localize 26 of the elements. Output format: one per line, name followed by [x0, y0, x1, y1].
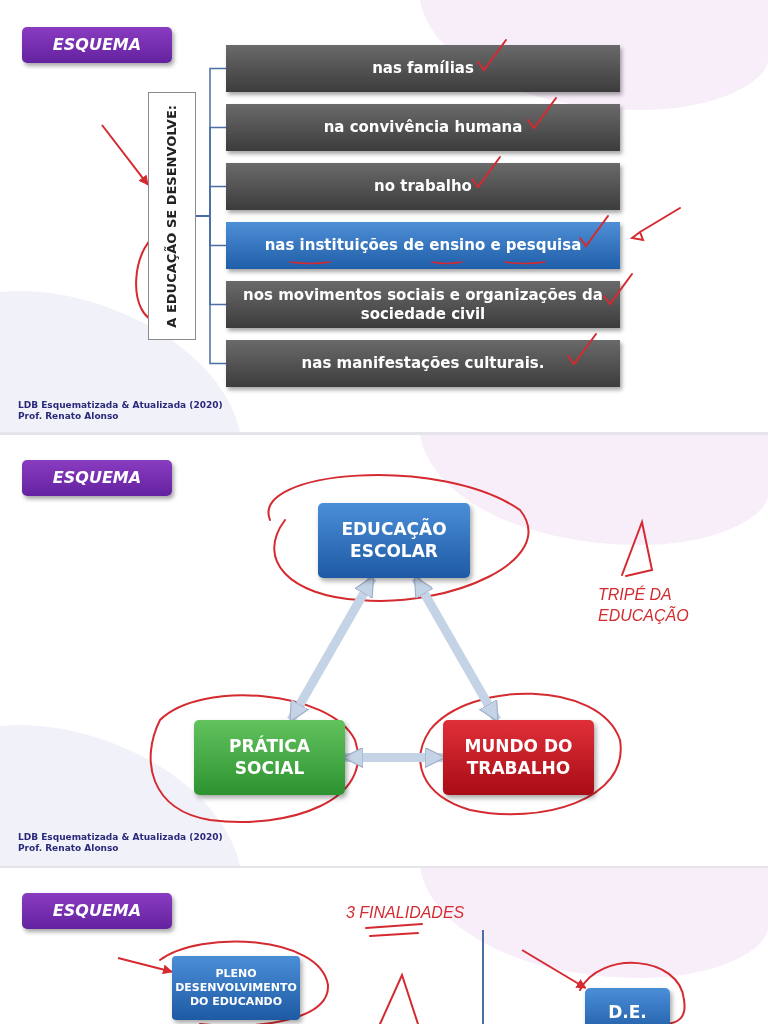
annotation-arrow [101, 124, 149, 186]
concept-box: EDUCAÇÃO ESCOLAR [318, 503, 470, 578]
footer-text: Prof. Renato Alonso [18, 411, 119, 421]
handwritten-note: TRIPÉ DA EDUCAÇÃO [598, 585, 690, 626]
footer-text: LDB Esquematizada & Atualizada (2020) [18, 400, 223, 410]
annotation-arrow [117, 957, 173, 975]
heading-tag: ESQUEMA [22, 893, 172, 929]
vertical-heading-box: A EDUCAÇÃO SE DESENVOLVE: [148, 92, 196, 340]
item-box: na convivência humana [226, 104, 620, 151]
concept-box: PLENO DESENVOLVIMENTO DO EDUCANDO [172, 956, 300, 1020]
concept-box: MUNDO DO TRABALHO [443, 720, 594, 795]
annotation-arrow [521, 949, 587, 989]
concept-box: D.E. [585, 988, 670, 1024]
double-arrow [411, 575, 501, 723]
footer-text: LDB Esquematizada & Atualizada (2020) [18, 832, 223, 842]
handwritten-note: 3 FINALIDADES [346, 903, 466, 923]
double-arrow [287, 575, 377, 723]
footer-text: Prof. Renato Alonso [18, 843, 119, 853]
heading-tag: ESQUEMA [22, 460, 172, 496]
item-box: nas manifestações culturais. [226, 340, 620, 387]
item-box: nas famílias [226, 45, 620, 92]
highlighted-item-box: nas instituições de ensino e pesquisa [226, 222, 620, 269]
heading-tag: ESQUEMA [22, 27, 172, 63]
item-box: nos movimentos sociais e organizações da sociedade civil [226, 281, 620, 328]
concept-box: PRÁTICA SOCIAL [194, 720, 345, 795]
item-box: no trabalho [226, 163, 620, 210]
